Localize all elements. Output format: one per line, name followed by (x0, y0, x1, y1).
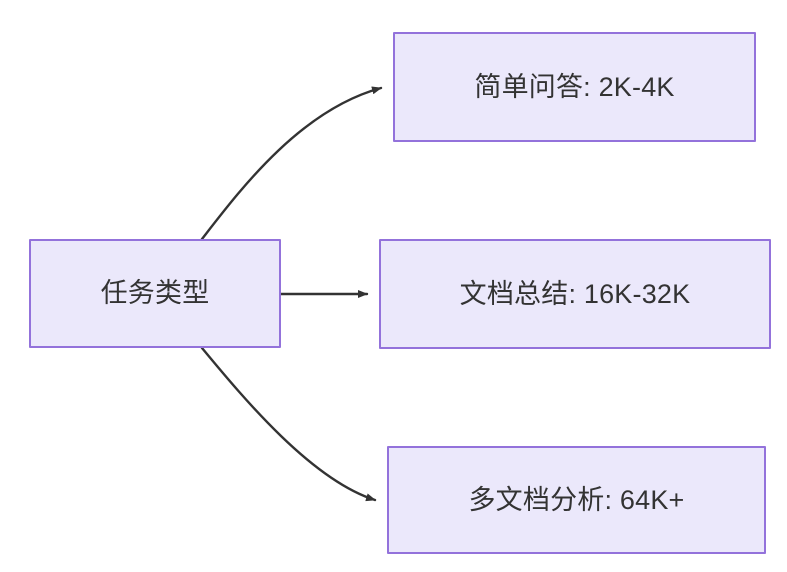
edge-task-type-to-multi-doc-analysis (200, 346, 377, 502)
edge-task-type-to-simple-qa (200, 86, 383, 241)
node-multi-doc-analysis[interactable]: 多文档分析: 64K+ (387, 446, 766, 554)
node-doc-summary-label: 文档总结: 16K-32K (459, 278, 691, 309)
node-simple-qa[interactable]: 简单问答: 2K-4K (393, 32, 756, 142)
node-task-type[interactable]: 任务类型 (29, 239, 281, 348)
node-simple-qa-label: 简单问答: 2K-4K (474, 71, 675, 102)
node-doc-summary[interactable]: 文档总结: 16K-32K (379, 239, 771, 349)
node-multi-doc-analysis-label: 多文档分析: 64K+ (468, 484, 685, 515)
node-task-type-label: 任务类型 (100, 278, 210, 309)
